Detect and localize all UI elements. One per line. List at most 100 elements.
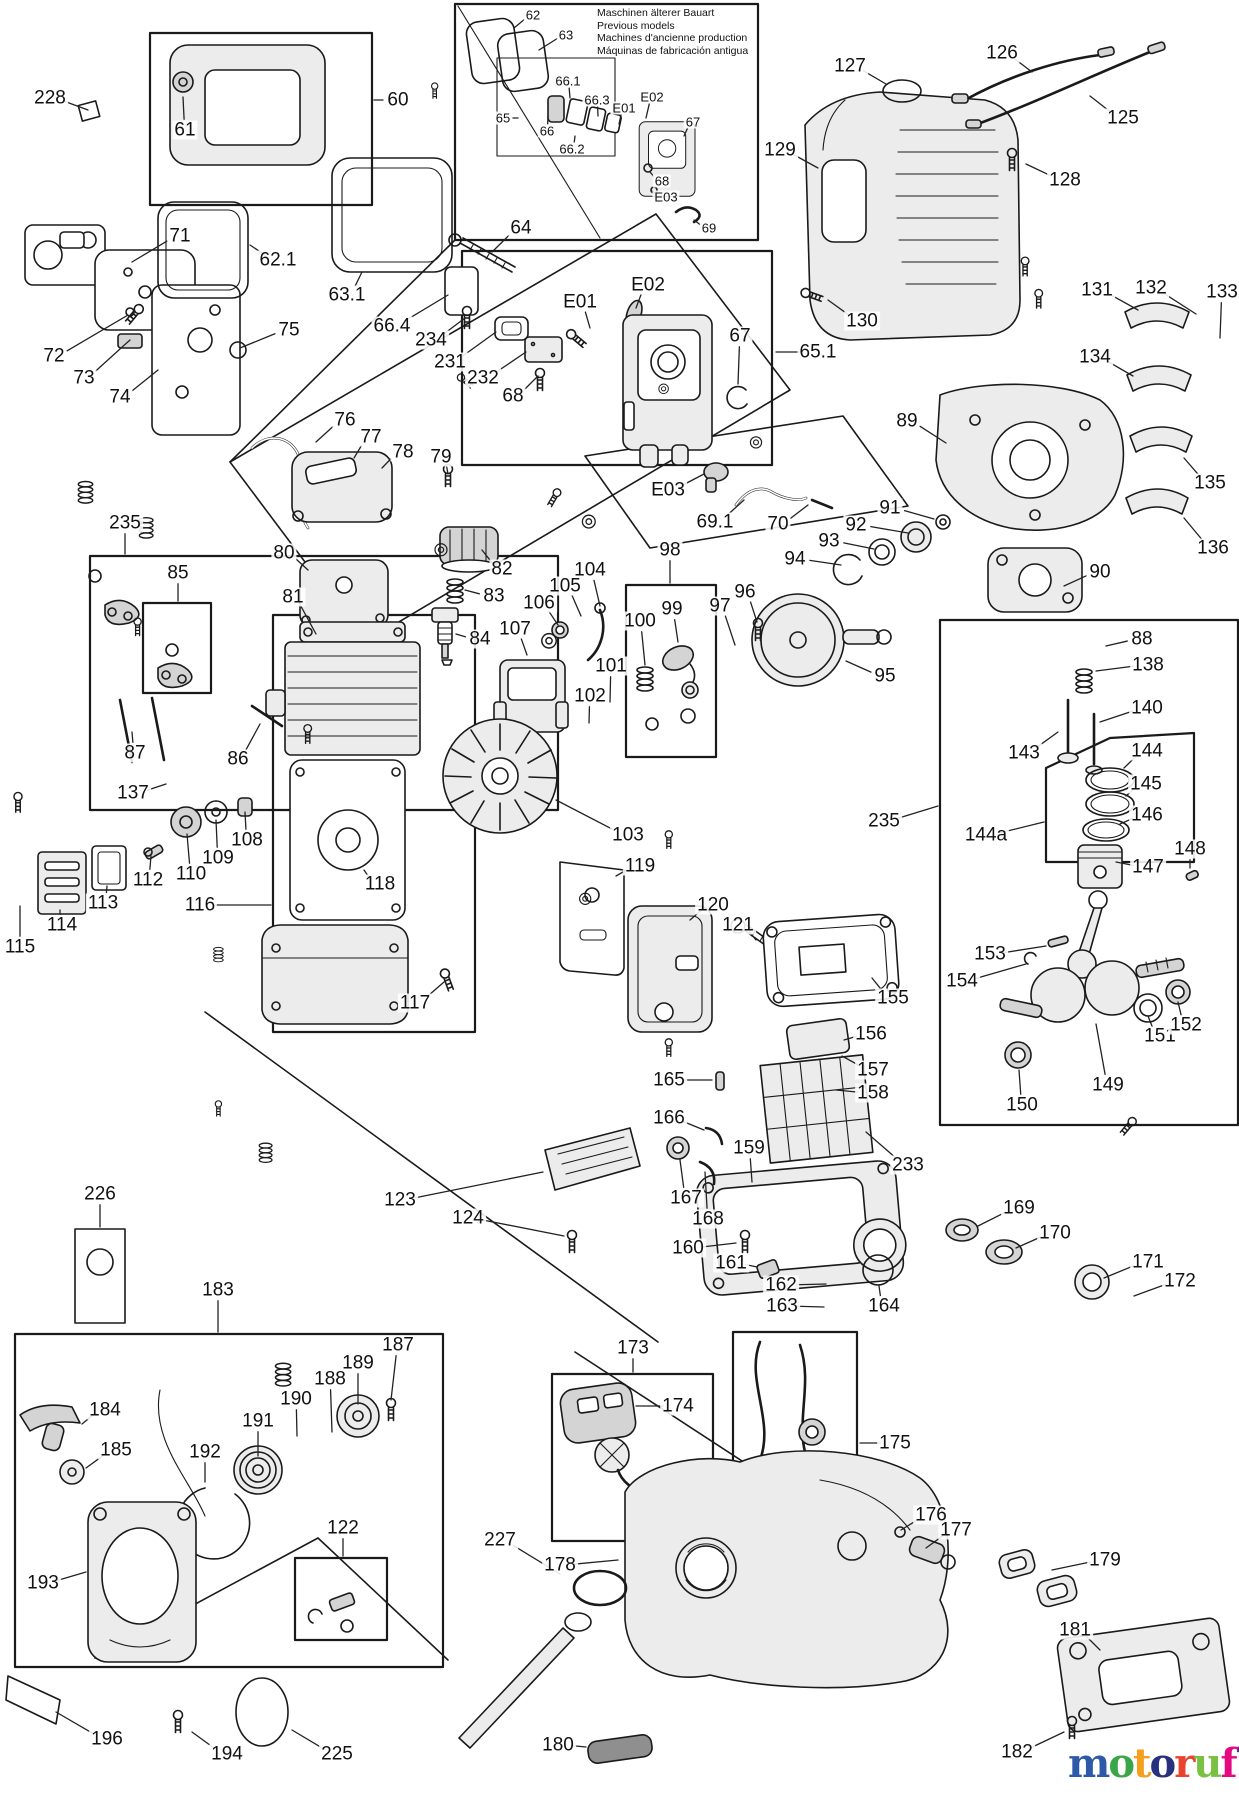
engine-cover-part — [804, 91, 1021, 341]
part-label-67: 67 — [727, 325, 753, 347]
part-label-93: 93 — [816, 530, 842, 552]
plate-228-part — [77, 100, 101, 122]
part-label-81: 81 — [280, 586, 306, 608]
nipple-165-part — [715, 1071, 725, 1091]
part-label-167: 167 — [668, 1187, 704, 1209]
part-label-69: 69 — [699, 220, 719, 236]
starter-rope-part — [157, 1389, 206, 1517]
note-line-es: Máquinas de fabricación antigua — [597, 44, 749, 57]
clamp-mid-part — [1126, 365, 1192, 392]
part-label-71: 71 — [167, 225, 193, 247]
part-label-179: 179 — [1087, 1549, 1123, 1571]
group-box-old-models — [453, 2, 760, 242]
part-label-177: 177 — [938, 1519, 974, 1541]
part-label-180: 180 — [540, 1734, 576, 1756]
part-label-94: 94 — [782, 548, 808, 570]
part-label-E03: E03 — [652, 189, 680, 205]
bearing-92-part — [900, 521, 932, 553]
part-label-171: 171 — [1130, 1251, 1166, 1273]
fuel-tank-group — [458, 1450, 1231, 1764]
part-label-170: 170 — [1037, 1222, 1073, 1244]
part-label-154: 154 — [944, 970, 980, 992]
cover-63-1-part — [331, 157, 453, 273]
choke-knob-part — [172, 71, 194, 93]
part-label-145: 145 — [1128, 773, 1164, 795]
part-label-185: 185 — [98, 1439, 134, 1461]
label-plate-196-part — [5, 1675, 61, 1725]
part-label-153: 153 — [972, 943, 1008, 965]
part-label-88: 88 — [1129, 628, 1155, 650]
part-label-61: 61 — [172, 119, 198, 141]
gasket-113-part — [91, 845, 127, 891]
piston-crank-group — [658, 383, 1199, 1069]
part-label-80: 80 — [271, 542, 297, 564]
part-label-191: 191 — [240, 1410, 276, 1432]
rocker-arm-2-part — [157, 662, 193, 689]
part-label-E02: E02 — [629, 274, 667, 296]
part-label-169: 169 — [1001, 1197, 1037, 1219]
part-label-87: 87 — [122, 742, 148, 764]
fuel-tank-178-part — [624, 1450, 949, 1689]
part-label-82: 82 — [489, 558, 515, 580]
part-label-140: 140 — [1129, 697, 1165, 719]
part-label-73: 73 — [71, 367, 97, 389]
group-box-183 — [13, 1332, 445, 1669]
note-line-fr: Machines d'ancienne production — [597, 32, 748, 44]
part-label-194: 194 — [209, 1743, 245, 1765]
part-label-176: 176 — [913, 1504, 949, 1526]
clip-148-part — [1185, 869, 1199, 881]
part-label-69.1: 69.1 — [694, 511, 736, 533]
o-ring-127-part — [882, 79, 922, 103]
part-label-168: 168 — [690, 1208, 726, 1230]
part-label-175: 175 — [877, 1432, 913, 1454]
part-label-227: 227 — [482, 1529, 518, 1551]
part-label-165: 165 — [651, 1069, 687, 1091]
part-label-62.1: 62.1 — [257, 249, 299, 271]
muffler-120-part — [627, 905, 713, 1033]
part-label-158: 158 — [855, 1082, 891, 1104]
logo-word: motoruf’ — [1068, 1740, 1239, 1787]
part-label-E01: E01 — [610, 100, 638, 116]
part-label-66.3: 66.3 — [582, 92, 612, 108]
clamp-73-part — [117, 333, 143, 349]
part-label-74: 74 — [107, 386, 133, 408]
part-label-192: 192 — [187, 1441, 223, 1463]
part-label-163: 163 — [764, 1295, 800, 1317]
part-label-127: 127 — [832, 55, 868, 77]
pin-86-part — [250, 704, 284, 728]
cover-62-1-part — [157, 201, 249, 299]
pulley-110-part — [170, 806, 202, 838]
part-label-187: 187 — [380, 1334, 416, 1356]
part-label-108: 108 — [229, 829, 265, 851]
part-label-225: 225 — [319, 1743, 355, 1765]
hose-168-part — [698, 1160, 716, 1186]
part-label-228: 228 — [32, 87, 68, 109]
air-cleaner-covers — [157, 157, 516, 299]
air-filter-housing-part — [622, 314, 713, 468]
part-label-75: 75 — [276, 319, 302, 341]
part-label-178: 178 — [542, 1554, 578, 1576]
part-label-83: 83 — [481, 585, 507, 607]
part-label-164: 164 — [866, 1295, 902, 1317]
legacy-models-note: Maschinen älterer Bauart Previous models… — [597, 7, 757, 57]
part-label-109: 109 — [200, 847, 236, 869]
part-label-65.1: 65.1 — [797, 341, 839, 363]
part-label-104: 104 — [572, 559, 608, 581]
shaft-clamp-group — [1020, 256, 1193, 515]
part-label-155: 155 — [875, 987, 911, 1009]
part-label-132: 132 — [1133, 277, 1169, 299]
part-label-133: 133 — [1204, 281, 1239, 303]
part-label-129: 129 — [762, 139, 798, 161]
bearing-151-part — [1133, 993, 1163, 1023]
part-label-114: 114 — [44, 914, 80, 936]
push-rod-2-part — [150, 696, 166, 762]
flywheel-group — [442, 718, 558, 834]
part-label-124: 124 — [450, 1207, 486, 1229]
pin-153-part — [1047, 935, 1069, 948]
starter-housing-193-part — [87, 1501, 197, 1663]
engine-cover-group — [798, 41, 1166, 341]
part-label-116: 116 — [182, 894, 218, 916]
